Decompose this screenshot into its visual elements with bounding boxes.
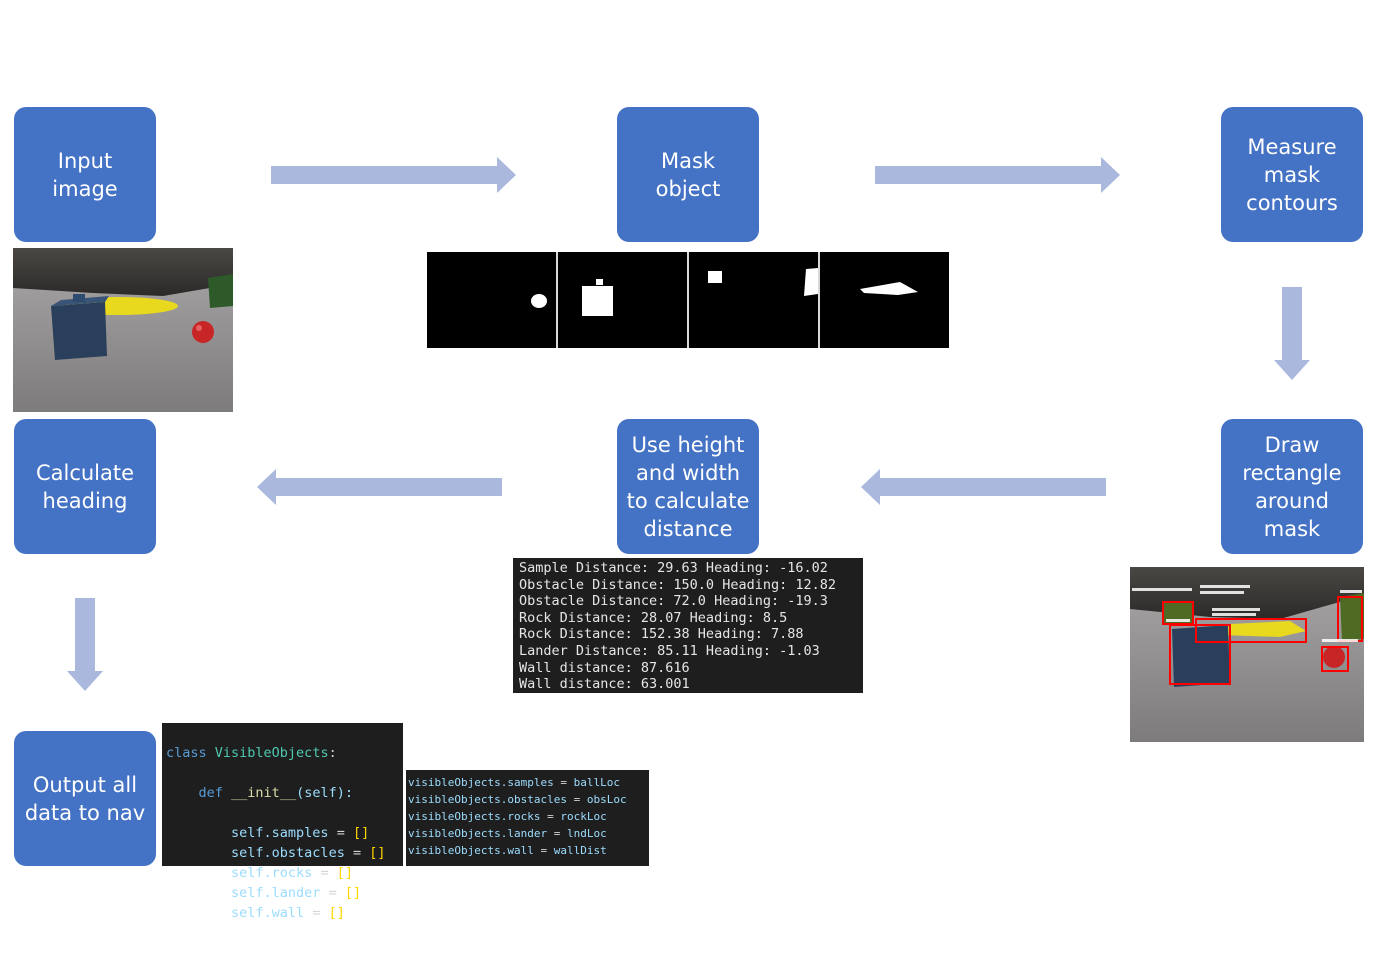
mask-sample (427, 252, 558, 348)
field-name: self.wall (231, 905, 305, 921)
terminal-line: Wall distance: 63.001 (519, 676, 690, 693)
code-line-def: def __init__(self): (198, 785, 353, 801)
step-use-height-width: Use height and width to calculate distan… (617, 419, 759, 554)
arrow-left-1 (861, 469, 1106, 505)
assignment-line: visibleObjects.lander = lndLoc (408, 827, 607, 840)
terminal-line: Obstacle Distance: 72.0 Heading: -19.3 (519, 593, 828, 610)
code-line-field: self.lander = [] (231, 885, 362, 901)
step-measure-contours: Measure mask contours (1221, 107, 1363, 242)
step-mask-object: Mask object (617, 107, 759, 242)
terminal-line: Rock Distance: 28.07 Heading: 8.5 (519, 609, 788, 626)
arrow-left-2 (257, 469, 502, 505)
arrow-down-2 (67, 598, 103, 691)
detection-photo (1130, 567, 1364, 742)
assignment-line: visibleObjects.rocks = rockLoc (408, 810, 607, 823)
code-line-field: self.obstacles = [] (231, 845, 386, 861)
arrow-right-1 (271, 157, 516, 193)
mask-lander (820, 252, 949, 348)
field-name: self.lander (231, 885, 321, 901)
mask-images (427, 252, 949, 348)
code-line-field: self.wall = [] (231, 905, 345, 921)
terminal-line: Lander Distance: 85.11 Heading: -1.03 (519, 642, 820, 659)
field-name: self.rocks (231, 865, 313, 881)
mask-rock (689, 252, 820, 348)
step-calculate-heading: Calculate heading (14, 419, 156, 554)
terminal-line: Wall distance: 87.616 (519, 659, 690, 676)
step-output-data: Output all data to nav (14, 731, 156, 866)
arrow-down-1 (1274, 287, 1310, 380)
arrow-right-2 (875, 157, 1120, 193)
code-line-class: class VisibleObjects: (166, 745, 337, 761)
assignment-line: visibleObjects.obstacles = obsLoc (408, 793, 627, 806)
code-line-field: self.samples = [] (231, 825, 370, 841)
assignment-line: visibleObjects.wall = wallDist (408, 844, 607, 857)
assignment-line: visibleObjects.samples = ballLoc (408, 776, 620, 789)
terminal-line: Rock Distance: 152.38 Heading: 7.88 (519, 626, 804, 643)
input-photo (13, 248, 233, 412)
step-input-image: Input image (14, 107, 156, 242)
step-draw-rectangle: Draw rectangle around mask (1221, 419, 1363, 554)
code-line-field: self.rocks = [] (231, 865, 353, 881)
visible-objects-class-code: class VisibleObjects: def __init__(self)… (162, 723, 403, 921)
assignment-code: visibleObjects.samples = ballLoc visibleO… (406, 770, 649, 866)
terminal-line: Obstacle Distance: 150.0 Heading: 12.82 (519, 576, 836, 593)
terminal-line: Sample Distance: 29.63 Heading: -16.02 (519, 560, 828, 576)
field-name: self.obstacles (231, 845, 345, 861)
field-name: self.samples (231, 825, 329, 841)
mask-obstacle (558, 252, 689, 348)
